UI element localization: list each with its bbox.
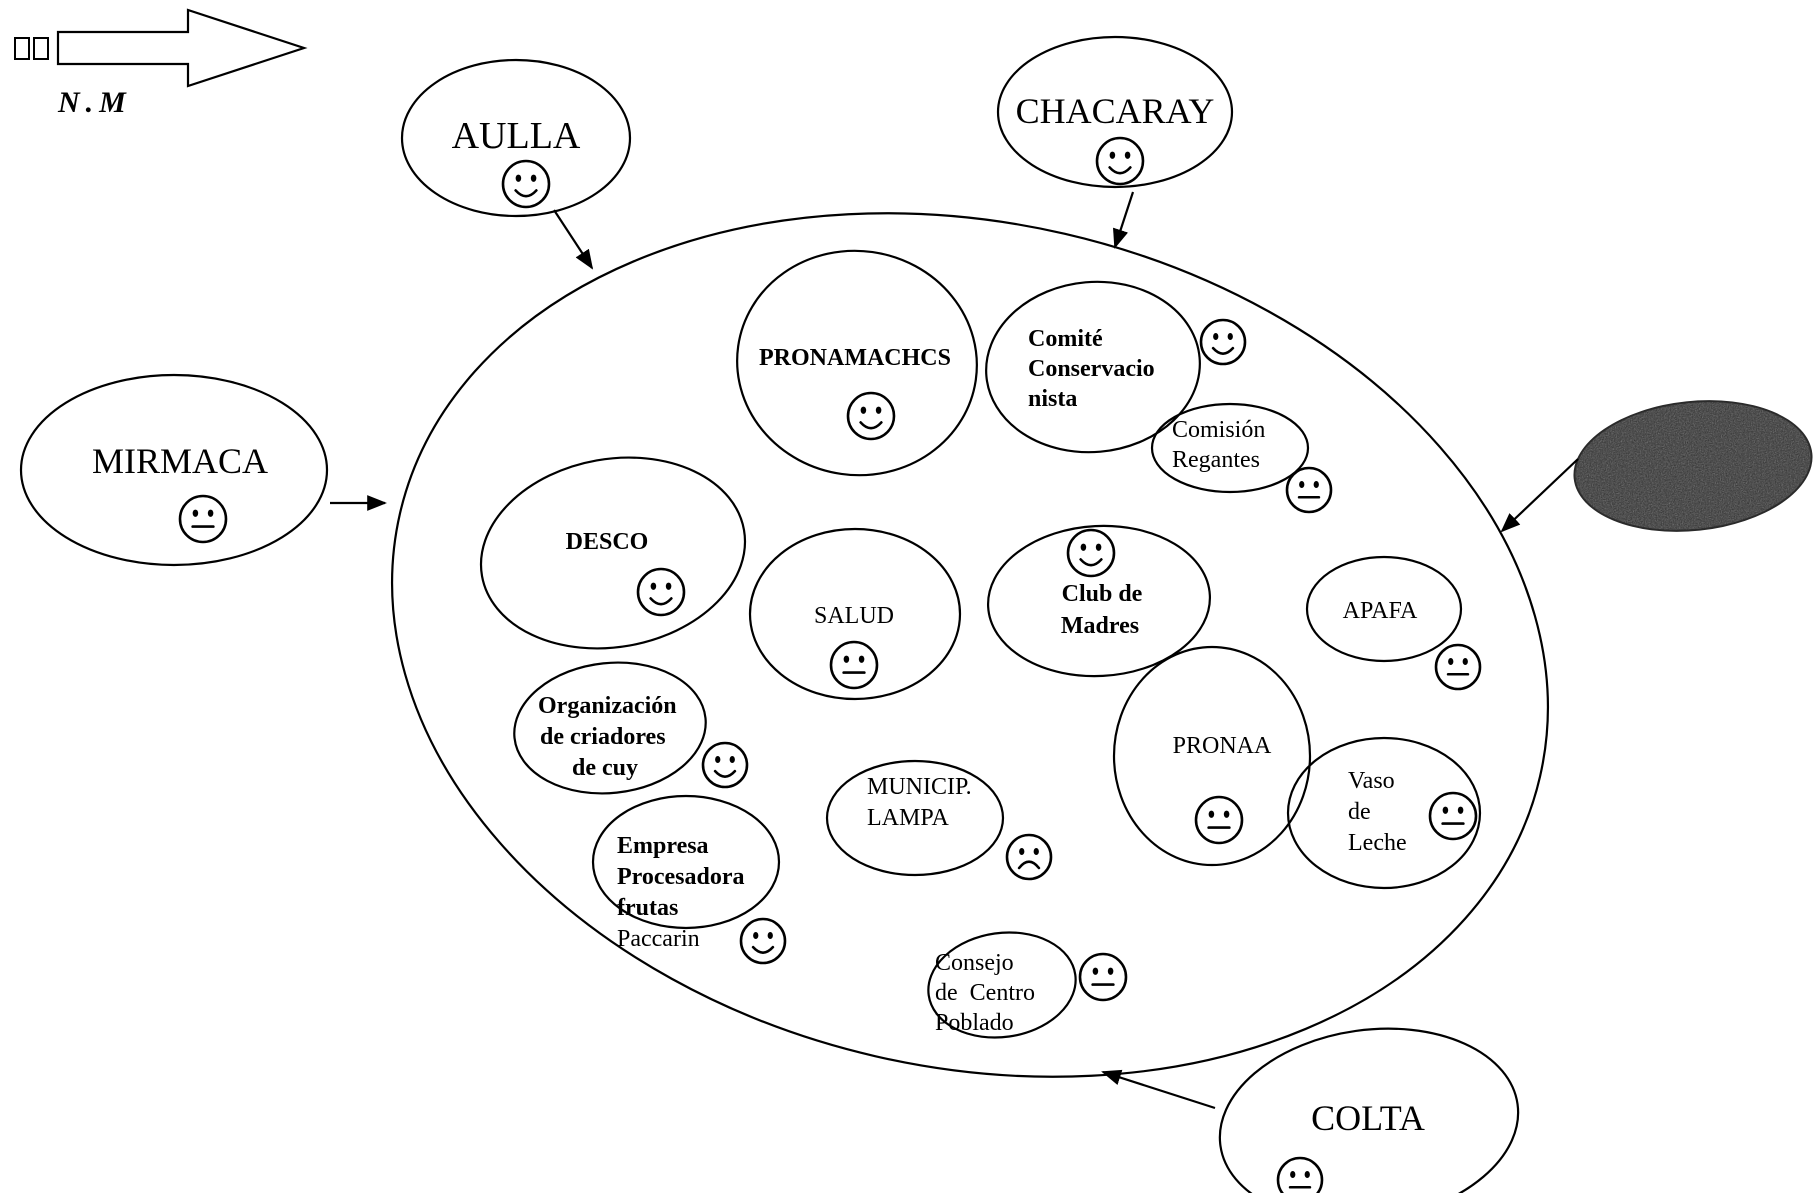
inner-node-empresa	[591, 794, 781, 930]
inner-node-municip	[825, 759, 1005, 877]
node-label-salud: SALUD	[814, 603, 894, 629]
node-label-club-1: Club de	[1062, 581, 1143, 607]
neutral-face-icon	[1434, 643, 1482, 691]
node-label-club-2: Madres	[1061, 613, 1139, 639]
main-community-circle	[391, 212, 1549, 1078]
outer-node-colta: COLTA	[1218, 1027, 1520, 1193]
node-label-comite-2: Conservacio	[1028, 356, 1155, 382]
arrow-aulla	[553, 209, 594, 270]
inner-node-club	[986, 524, 1212, 678]
node-label-consejo-1: Consejo	[935, 950, 1014, 976]
inner-node-pronamachcs	[736, 249, 978, 477]
north-arrow-icon	[56, 8, 308, 88]
neutral-face-icon	[829, 640, 879, 690]
node-label-organizacion-2: de criadores	[540, 724, 666, 750]
node-label-empresa-4: Paccarin	[617, 926, 700, 952]
inner-node-salud	[748, 527, 962, 701]
node-label-comite-1: Comité	[1028, 326, 1103, 352]
smiley-face-icon	[501, 159, 551, 209]
inner-node-comite	[985, 280, 1201, 454]
north-arrow-legend: N.M	[14, 8, 308, 119]
outer-node-mirmaca: MIRMACA	[19, 373, 329, 567]
outer-node-obscured	[1573, 400, 1813, 532]
arrow-colta	[1101, 1069, 1216, 1110]
inner-node-consejo	[927, 931, 1077, 1039]
node-label-comision-2: Regantes	[1172, 447, 1260, 473]
inner-node-apafa	[1305, 555, 1463, 663]
smiley-face-icon	[846, 391, 896, 441]
outer-node-chacaray: CHACARAY	[996, 35, 1234, 189]
node-label-empresa-1: Empresa	[617, 833, 709, 859]
node-label-mirmaca: MIRMACA	[92, 441, 268, 481]
node-label-chacaray: CHACARAY	[1016, 91, 1215, 131]
neutral-face-icon	[1276, 1156, 1324, 1193]
north-label: N.M	[57, 86, 132, 119]
sad-face-icon	[1005, 833, 1053, 881]
node-label-empresa-2: Procesadora	[617, 864, 745, 890]
node-label-consejo-2: de Centro	[935, 980, 1035, 1006]
neutral-face-icon	[1285, 466, 1333, 514]
smiley-face-icon	[701, 741, 749, 789]
node-label-aulla: AULLA	[452, 115, 581, 157]
inner-node-pronaa	[1112, 645, 1312, 867]
node-label-vaso-3: Leche	[1348, 830, 1407, 856]
inner-node-organizacion	[513, 661, 707, 795]
smiley-face-icon	[1095, 136, 1145, 186]
smiley-face-icon	[739, 917, 787, 965]
node-label-organizacion-3: de cuy	[572, 755, 638, 781]
node-label-organizacion-1: Organización	[538, 693, 677, 719]
inner-node-vaso	[1286, 736, 1482, 890]
node-label-apafa: APAFA	[1343, 598, 1418, 624]
node-label-comite-3: nista	[1028, 386, 1077, 412]
arrow-obscured	[1500, 458, 1579, 533]
inner-node-desco	[479, 456, 747, 650]
node-label-pronaa: PRONAA	[1173, 733, 1272, 759]
node-label-comision-1: Comisión	[1172, 417, 1265, 443]
node-label-empresa-3: frutas	[617, 895, 678, 921]
node-label-vaso-1: Vaso	[1348, 768, 1395, 794]
smiley-face-icon	[1199, 318, 1247, 366]
inner-node-comision	[1150, 402, 1310, 494]
neutral-face-icon	[1428, 791, 1478, 841]
node-label-consejo-3: Poblado	[935, 1010, 1014, 1036]
node-label-vaso-2: de	[1348, 799, 1371, 825]
arrow-chacaray	[1113, 191, 1135, 249]
node-label-pronamachcs: PRONAMACHCS	[759, 345, 951, 371]
smiley-face-icon	[636, 567, 686, 617]
neutral-face-icon	[178, 494, 228, 544]
node-label-colta: COLTA	[1311, 1098, 1425, 1138]
neutral-face-icon	[1078, 952, 1128, 1002]
relationship-faces	[178, 136, 1482, 1193]
node-label-municip-1: MUNICIP.	[867, 774, 972, 800]
smiley-face-icon	[1066, 528, 1116, 578]
neutral-face-icon	[1194, 795, 1244, 845]
node-label-municip-2: LAMPA	[867, 805, 949, 831]
node-label-desco: DESCO	[566, 529, 649, 555]
outer-node-aulla: AULLA	[400, 58, 632, 218]
